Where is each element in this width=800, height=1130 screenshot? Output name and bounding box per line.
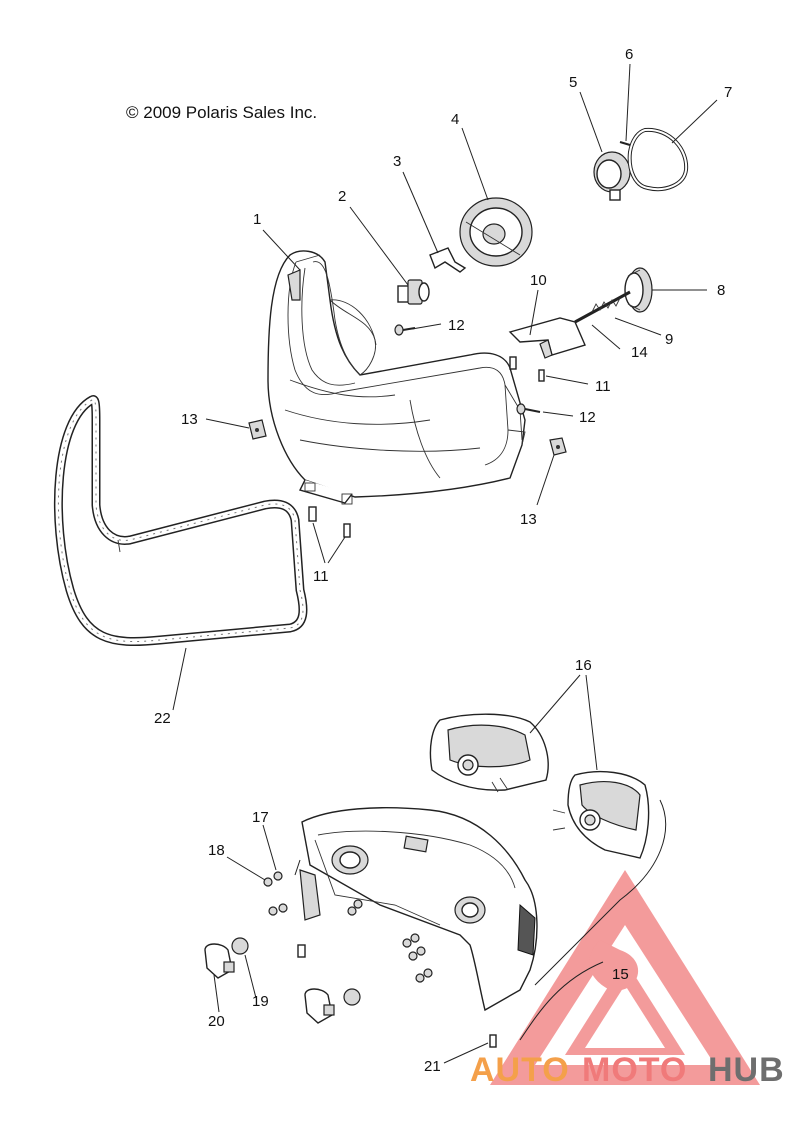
watermark-text-moto: MOTO (582, 1051, 687, 1089)
callout-12-lower: 12 (579, 409, 596, 426)
part-12-screw-b (516, 403, 541, 415)
callout-13-right: 13 (520, 511, 537, 528)
part-10-bracket (508, 317, 586, 359)
callout-17: 17 (252, 809, 269, 826)
part-20-socket (204, 943, 335, 1024)
callout-9: 9 (665, 331, 673, 348)
callout-20: 20 (208, 1013, 225, 1030)
part-16-headlight-right (552, 770, 650, 859)
watermark-logo (490, 870, 760, 1085)
part-5-lamp (593, 151, 631, 201)
leader-lines (172, 63, 718, 1064)
callout-21: 21 (424, 1058, 441, 1075)
part-13-clip-nut-b (549, 437, 567, 456)
callout-18: 18 (208, 842, 225, 859)
part-14-spring (591, 297, 621, 313)
callout-1: 1 (253, 211, 261, 228)
part-21-screw (489, 1034, 497, 1048)
part-8-adjuster-knob (624, 267, 653, 313)
part-9-adjuster-shaft (574, 290, 631, 324)
part-11-screw-b (538, 369, 545, 382)
part-19-bulb (231, 937, 361, 1006)
callout-16: 16 (575, 657, 592, 674)
callout-labels: 1 2 3 4 5 6 7 8 9 10 11 11 12 12 13 13 1… (154, 46, 732, 1075)
stud (297, 944, 306, 958)
callout-14: 14 (631, 344, 648, 361)
callout-12-upper: 12 (448, 317, 465, 334)
part-6-screw (619, 141, 631, 146)
part-3-retainer-clip (429, 247, 467, 273)
callout-13-left: 13 (181, 411, 198, 428)
part-17-nut (273, 871, 283, 881)
part-11-screw-a (509, 356, 517, 370)
callout-7: 7 (724, 84, 732, 101)
callout-3: 3 (393, 153, 401, 170)
copyright-notice: © 2009 Polaris Sales Inc. (126, 103, 318, 122)
part-22-seal (53, 395, 308, 647)
part-13-clip-nut-a (248, 419, 267, 440)
part-18-nut (263, 877, 273, 887)
callout-2: 2 (338, 188, 346, 205)
nut-group (268, 899, 433, 983)
part-2-bulb (397, 279, 430, 305)
callout-22: 22 (154, 710, 171, 727)
callout-10: 10 (530, 272, 547, 289)
part-11-screw-c (308, 506, 317, 522)
callout-15: 15 (612, 966, 629, 983)
part-11-screw-d (343, 523, 351, 538)
callout-4: 4 (451, 111, 459, 128)
part-4-dust-cover (459, 197, 533, 267)
watermark-text-auto: AUTO (470, 1051, 570, 1089)
callout-11-lower: 11 (313, 568, 329, 585)
part-7-gasket (627, 127, 689, 191)
callout-8: 8 (717, 282, 725, 299)
callout-11-upper: 11 (595, 378, 611, 395)
part-15-headlight-bezel (299, 807, 538, 1012)
part-12-screw-a (394, 324, 416, 336)
part-16-headlight-left (429, 713, 549, 793)
callout-6: 6 (625, 46, 633, 63)
part-1-headlight-housing (267, 250, 526, 505)
watermark-text-hub: HUB (708, 1051, 785, 1089)
callout-19: 19 (252, 993, 269, 1010)
callout-5: 5 (569, 74, 577, 91)
